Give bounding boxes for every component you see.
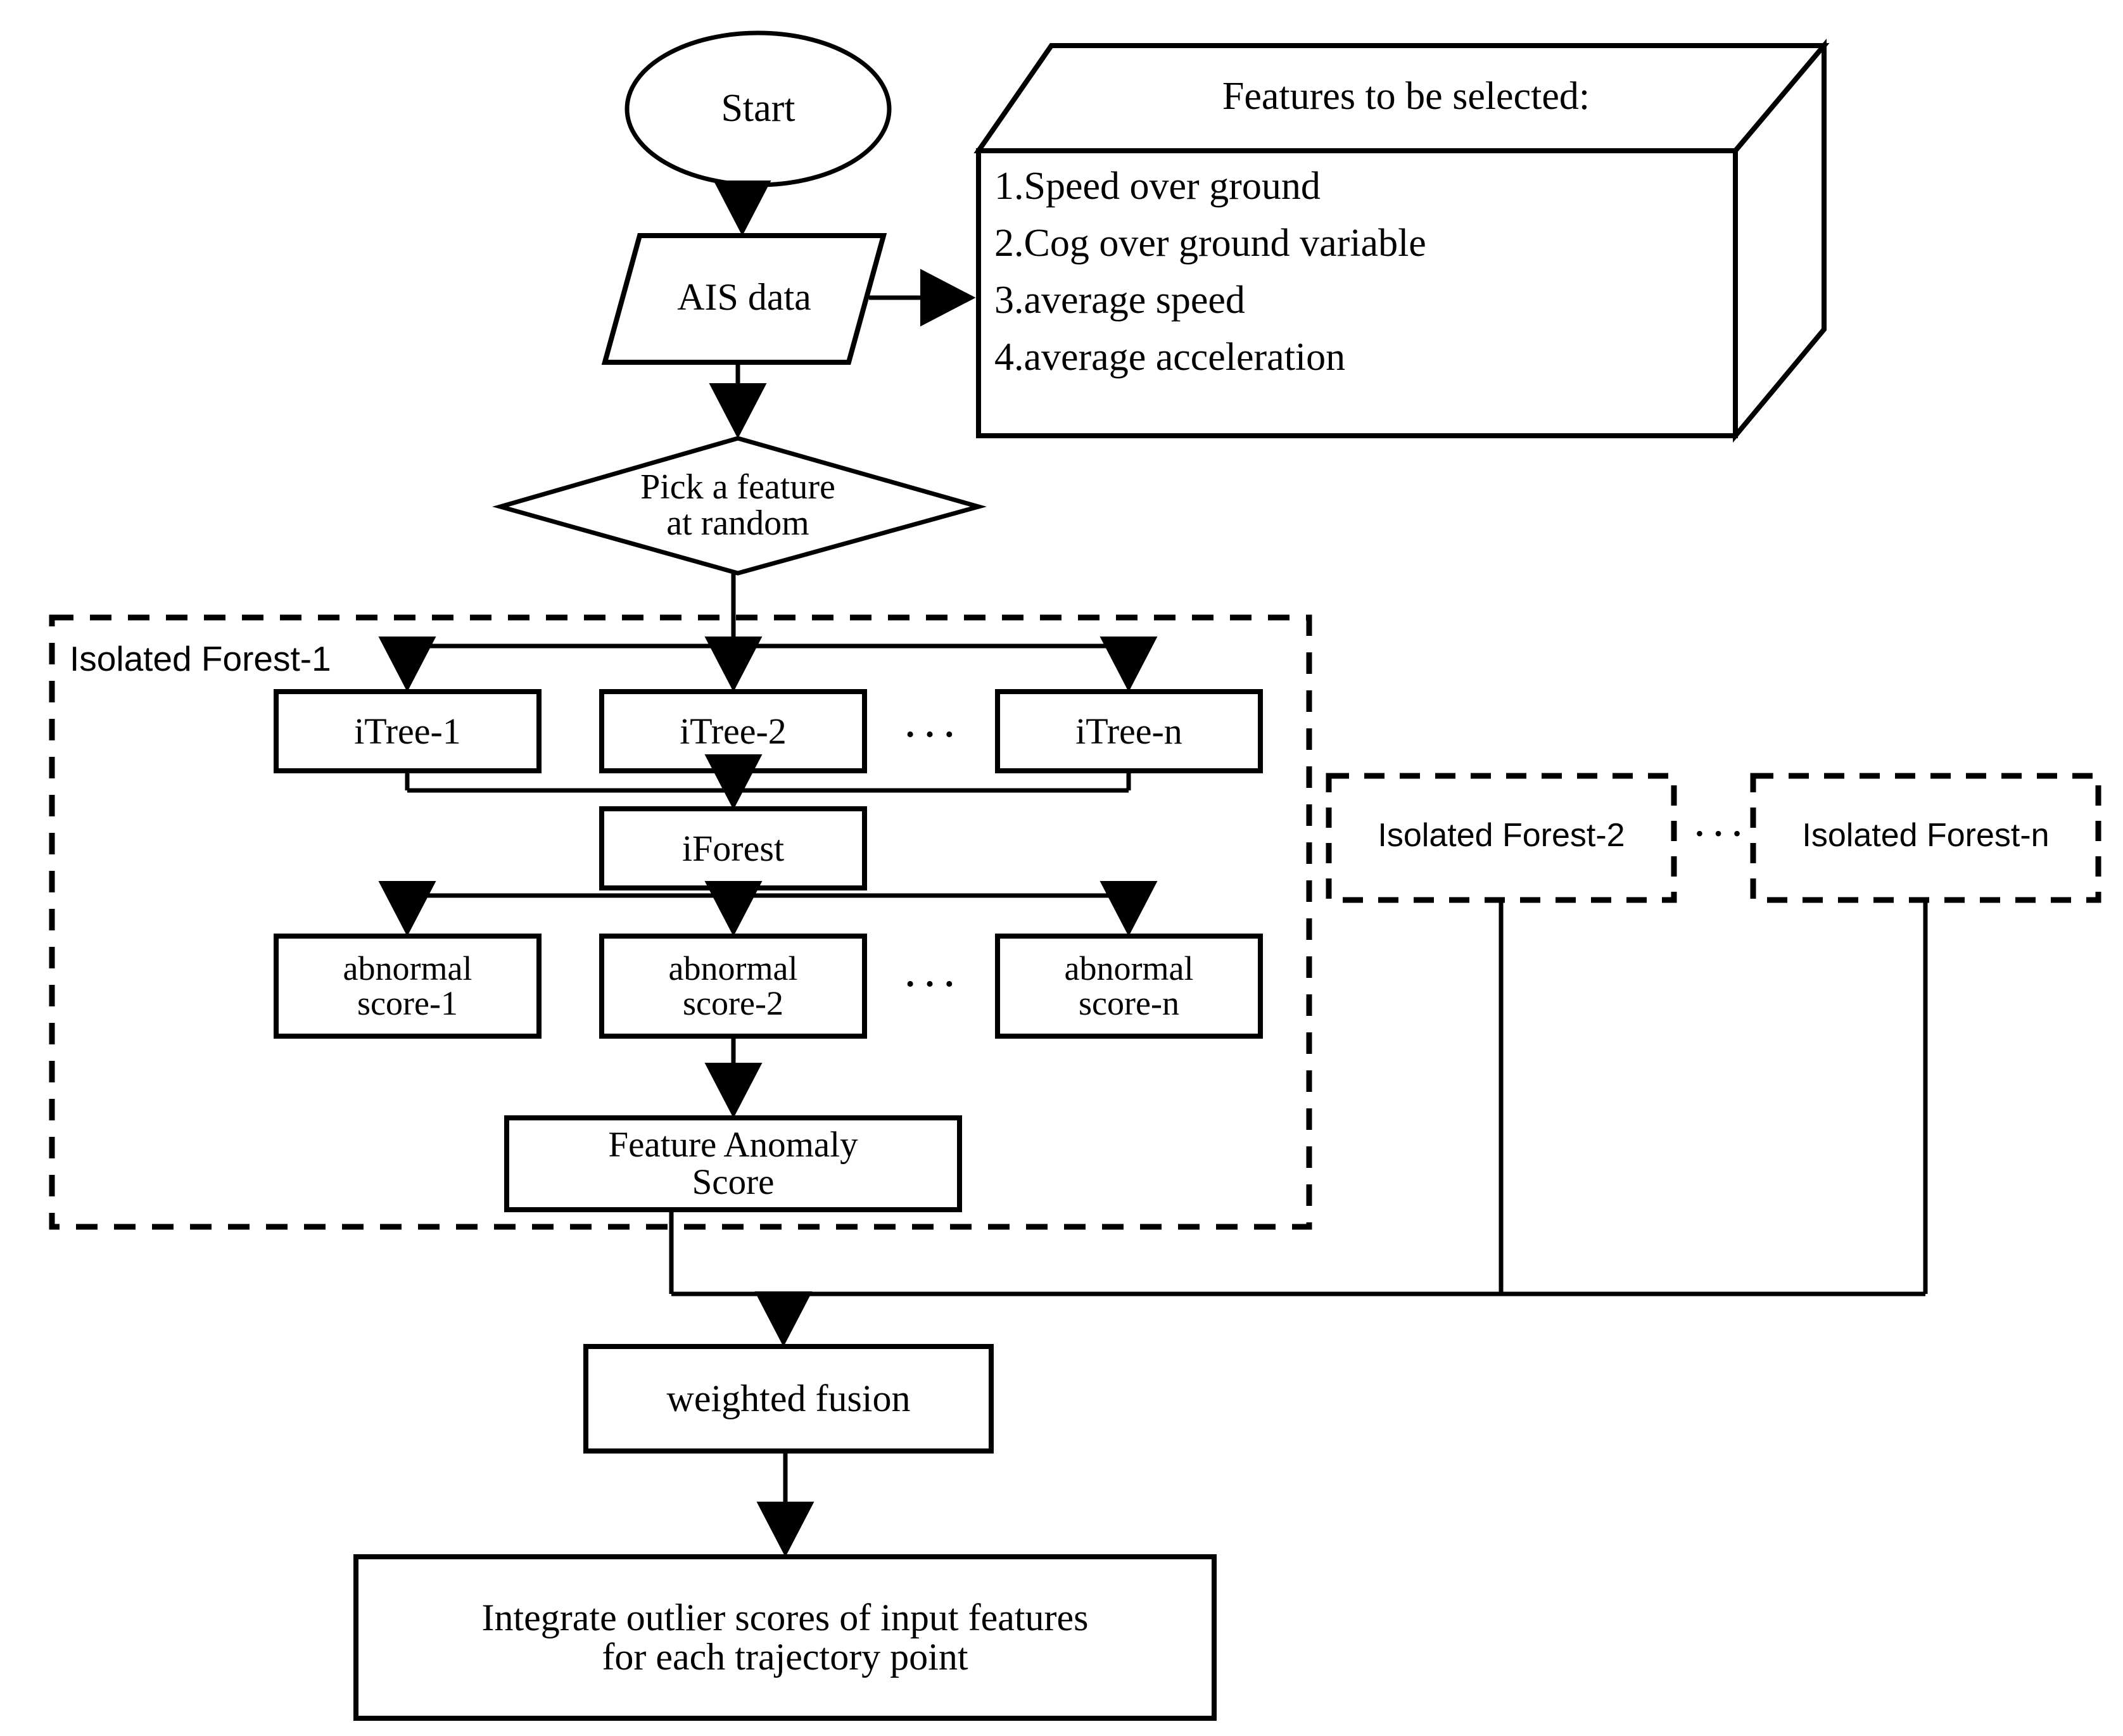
itree-n-label: iTree-n <box>1075 710 1182 752</box>
score-1-label: abnormal score-1 <box>343 949 472 1022</box>
feature-anomaly-score-box <box>504 1115 962 1212</box>
itree-1-label: iTree-1 <box>354 710 461 752</box>
score-ellipsis: • • • <box>906 971 956 998</box>
itree-n-box <box>995 689 1263 773</box>
isolated-forest-1-label: Isolated Forest-1 <box>70 638 331 678</box>
features-item-2: 2.Cog over ground variable <box>994 222 1426 265</box>
connectors <box>378 181 1928 1557</box>
features-item-1: 1.Speed over ground <box>994 165 1321 208</box>
features-item-4: 4.average acceleration <box>994 336 1346 379</box>
weighted-fusion-label: weighted fusion <box>666 1377 911 1419</box>
itree-1-box <box>274 689 542 773</box>
pick-feature-label: Pick a feature at random <box>640 467 835 543</box>
itree-ellipsis: • • • <box>906 721 956 748</box>
ais-data-parallelogram <box>601 233 887 365</box>
features-cube-shape <box>973 39 1830 443</box>
ais-data-label: AIS data <box>677 276 811 319</box>
score-n-label: abnormal score-n <box>1064 949 1194 1022</box>
itree-2-label: iTree-2 <box>680 710 787 752</box>
feature-anomaly-score-label: Feature Anomaly Score <box>608 1125 858 1202</box>
weighted-fusion-box <box>583 1344 994 1454</box>
isolated-forest-n-label: Isolated Forest-n <box>1802 817 2050 854</box>
start-label: Start <box>721 87 795 130</box>
integrate-outlier-label: Integrate outlier scores of input featur… <box>481 1597 1089 1678</box>
features-item-3: 3.average speed <box>994 279 1245 322</box>
integrate-outlier-box <box>353 1554 1217 1721</box>
pick-feature-diamond <box>492 436 987 576</box>
isolated-forest-2-label: Isolated Forest-2 <box>1378 817 1625 854</box>
isolated-forest-1-container <box>49 614 1312 1230</box>
iforest-label: iForest <box>681 827 785 869</box>
features-box-title: Features to be selected: <box>1222 75 1590 118</box>
forest-ellipsis: • • • <box>1695 821 1744 846</box>
score-2-label: abnormal score-2 <box>668 949 798 1022</box>
